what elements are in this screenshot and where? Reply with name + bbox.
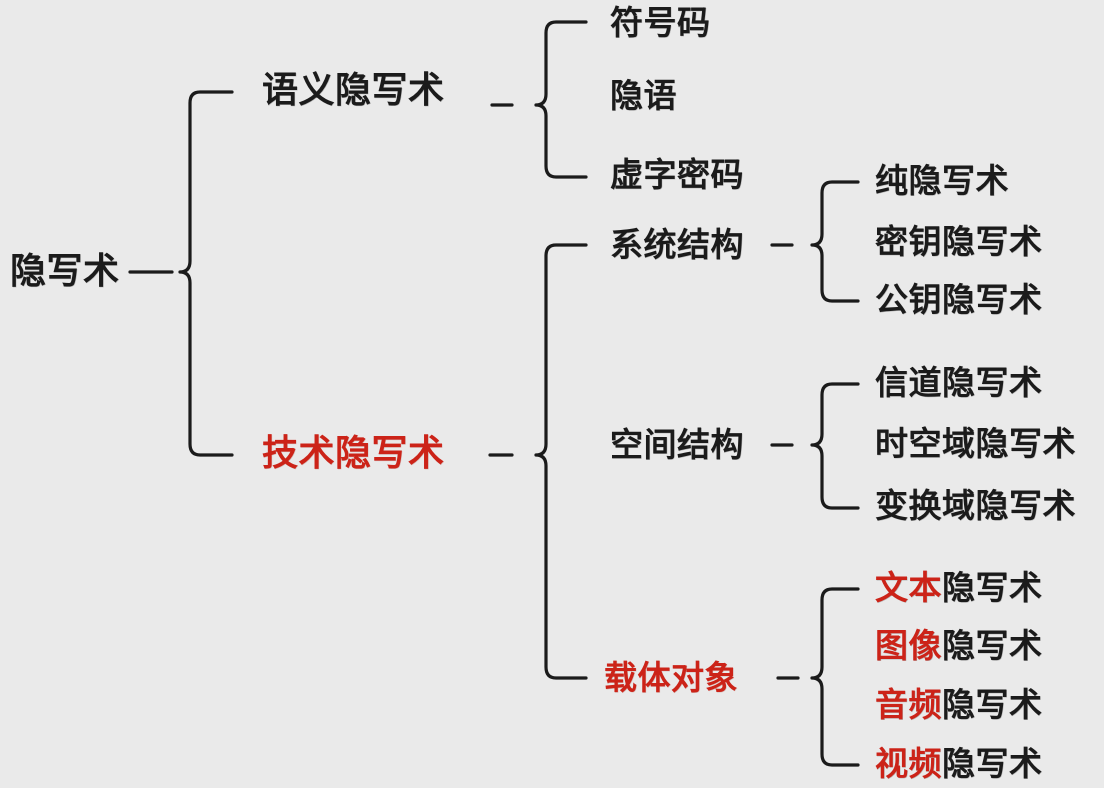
leaf-carrier-0-suffix: 隐写术 [942,568,1043,607]
leaf-carrier-2: 音频隐写术 [875,688,1043,721]
branch-label-technical: 技术隐写术 [262,433,445,474]
technical-brace [534,243,588,680]
root-brace [178,90,234,457]
semantic-brace [534,20,588,179]
leaf-carrier-3-prefix: 视频 [875,744,942,783]
branch-label-semantic: 语义隐写术 [262,70,445,111]
spatial-structure-brace [810,382,860,510]
leaf-system-0-suffix: 纯隐写术 [875,161,1009,200]
leaf-spatial-0: 信道隐写术 [875,366,1043,399]
group-label-spatial-structure: 空间结构 [610,425,744,464]
carrier-object-brace [810,587,860,767]
leaf-semantic-2: 虚字密码 [610,155,744,194]
leaf-carrier-0: 文本隐写术 [875,571,1043,604]
leaf-spatial-2: 变换域隐写术 [875,489,1076,522]
leaf-spatial-0-suffix: 信道隐写术 [875,363,1043,402]
leaf-semantic-1: 隐语 [610,76,677,115]
leaf-system-2-suffix: 公钥隐写术 [875,280,1043,319]
leaf-system-0: 纯隐写术 [875,164,1009,197]
leaf-carrier-2-suffix: 隐写术 [942,685,1043,724]
leaf-semantic-0: 符号码 [610,3,711,42]
group-label-carrier-object: 载体对象 [604,658,738,697]
leaf-spatial-1: 时空域隐写术 [875,427,1076,460]
leaf-spatial-2-suffix: 变换域隐写术 [875,486,1076,525]
leaf-carrier-1-suffix: 隐写术 [942,626,1043,665]
leaf-carrier-0-prefix: 文本 [875,568,942,607]
group-label-system-structure: 系统结构 [610,225,744,264]
leaf-system-1-suffix: 密钥隐写术 [875,222,1043,261]
system-structure-brace [810,180,860,303]
leaf-carrier-1: 图像隐写术 [875,629,1043,662]
leaf-system-2: 公钥隐写术 [875,283,1043,316]
leaf-spatial-1-suffix: 时空域隐写术 [875,424,1076,463]
root-node-label: 隐写术 [10,251,120,292]
leaf-carrier-3-suffix: 隐写术 [942,744,1043,783]
leaf-carrier-1-prefix: 图像 [875,626,942,665]
leaf-system-1: 密钥隐写术 [875,225,1043,258]
leaf-carrier-3: 视频隐写术 [875,747,1043,780]
leaf-carrier-2-prefix: 音频 [875,685,942,724]
